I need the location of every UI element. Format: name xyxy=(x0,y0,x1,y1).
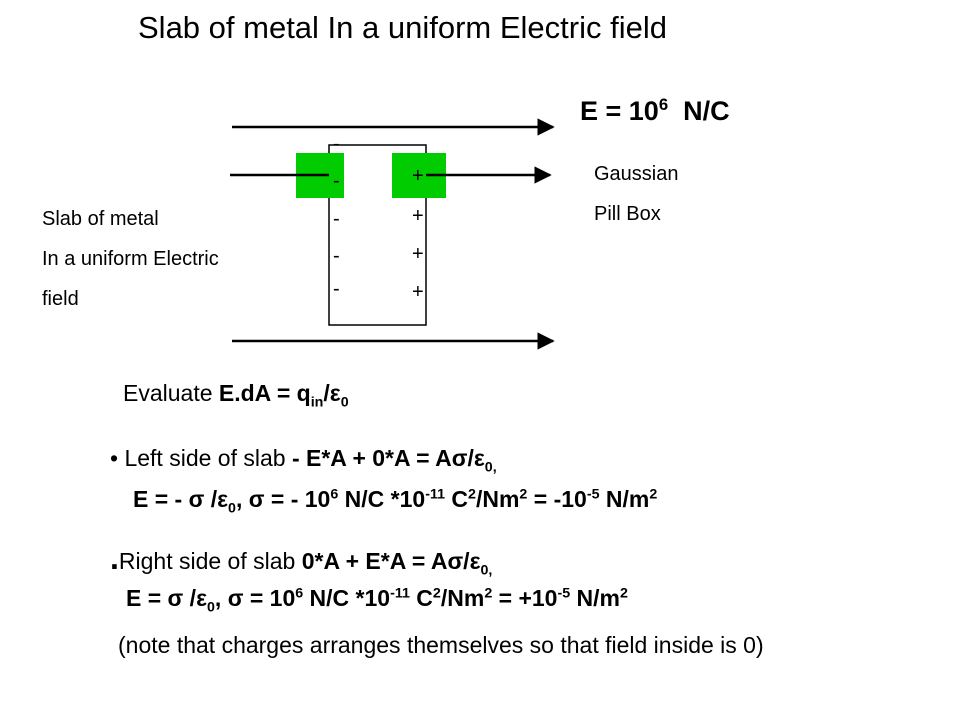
minus-charge-top: - xyxy=(333,133,340,155)
right-side-equation: .Right side of slab 0*A + E*A = Aσ/ε0, xyxy=(110,540,493,579)
slab-caption-line-2: In a uniform Electric xyxy=(42,248,219,270)
gaussian-label: Gaussian xyxy=(594,163,679,185)
plus-charge: + xyxy=(412,205,424,227)
minus-charge: - xyxy=(333,245,340,267)
evaluate-line: Evaluate E.dA = qin/ε0 xyxy=(123,380,349,411)
slab-caption-line-1: Slab of metal xyxy=(42,208,159,230)
plus-charge: + xyxy=(412,243,424,265)
field-magnitude: E = 106 N/C xyxy=(580,95,730,126)
slab-caption-line-3: field xyxy=(42,288,79,310)
metal-slab xyxy=(328,144,427,326)
note-text: (note that charges arranges themselves s… xyxy=(118,632,764,658)
plus-charge: + xyxy=(412,281,424,303)
left-side-equation: • Left side of slab - E*A + 0*A = Aσ/ε0, xyxy=(110,445,497,476)
minus-charge: - xyxy=(333,208,340,230)
minus-charge: - xyxy=(333,170,340,192)
minus-charge: - xyxy=(333,278,340,300)
page-title: Slab of metal In a uniform Electric fiel… xyxy=(138,10,667,45)
left-side-result: E = - σ /ε0, σ = - 106 N/C *10-11 C2/Nm2… xyxy=(133,486,658,517)
pillbox-label: Pill Box xyxy=(594,203,661,225)
plus-charge: + xyxy=(412,165,424,187)
right-side-result: E = σ /ε0, σ = 106 N/C *10-11 C2/Nm2 = +… xyxy=(126,585,628,616)
